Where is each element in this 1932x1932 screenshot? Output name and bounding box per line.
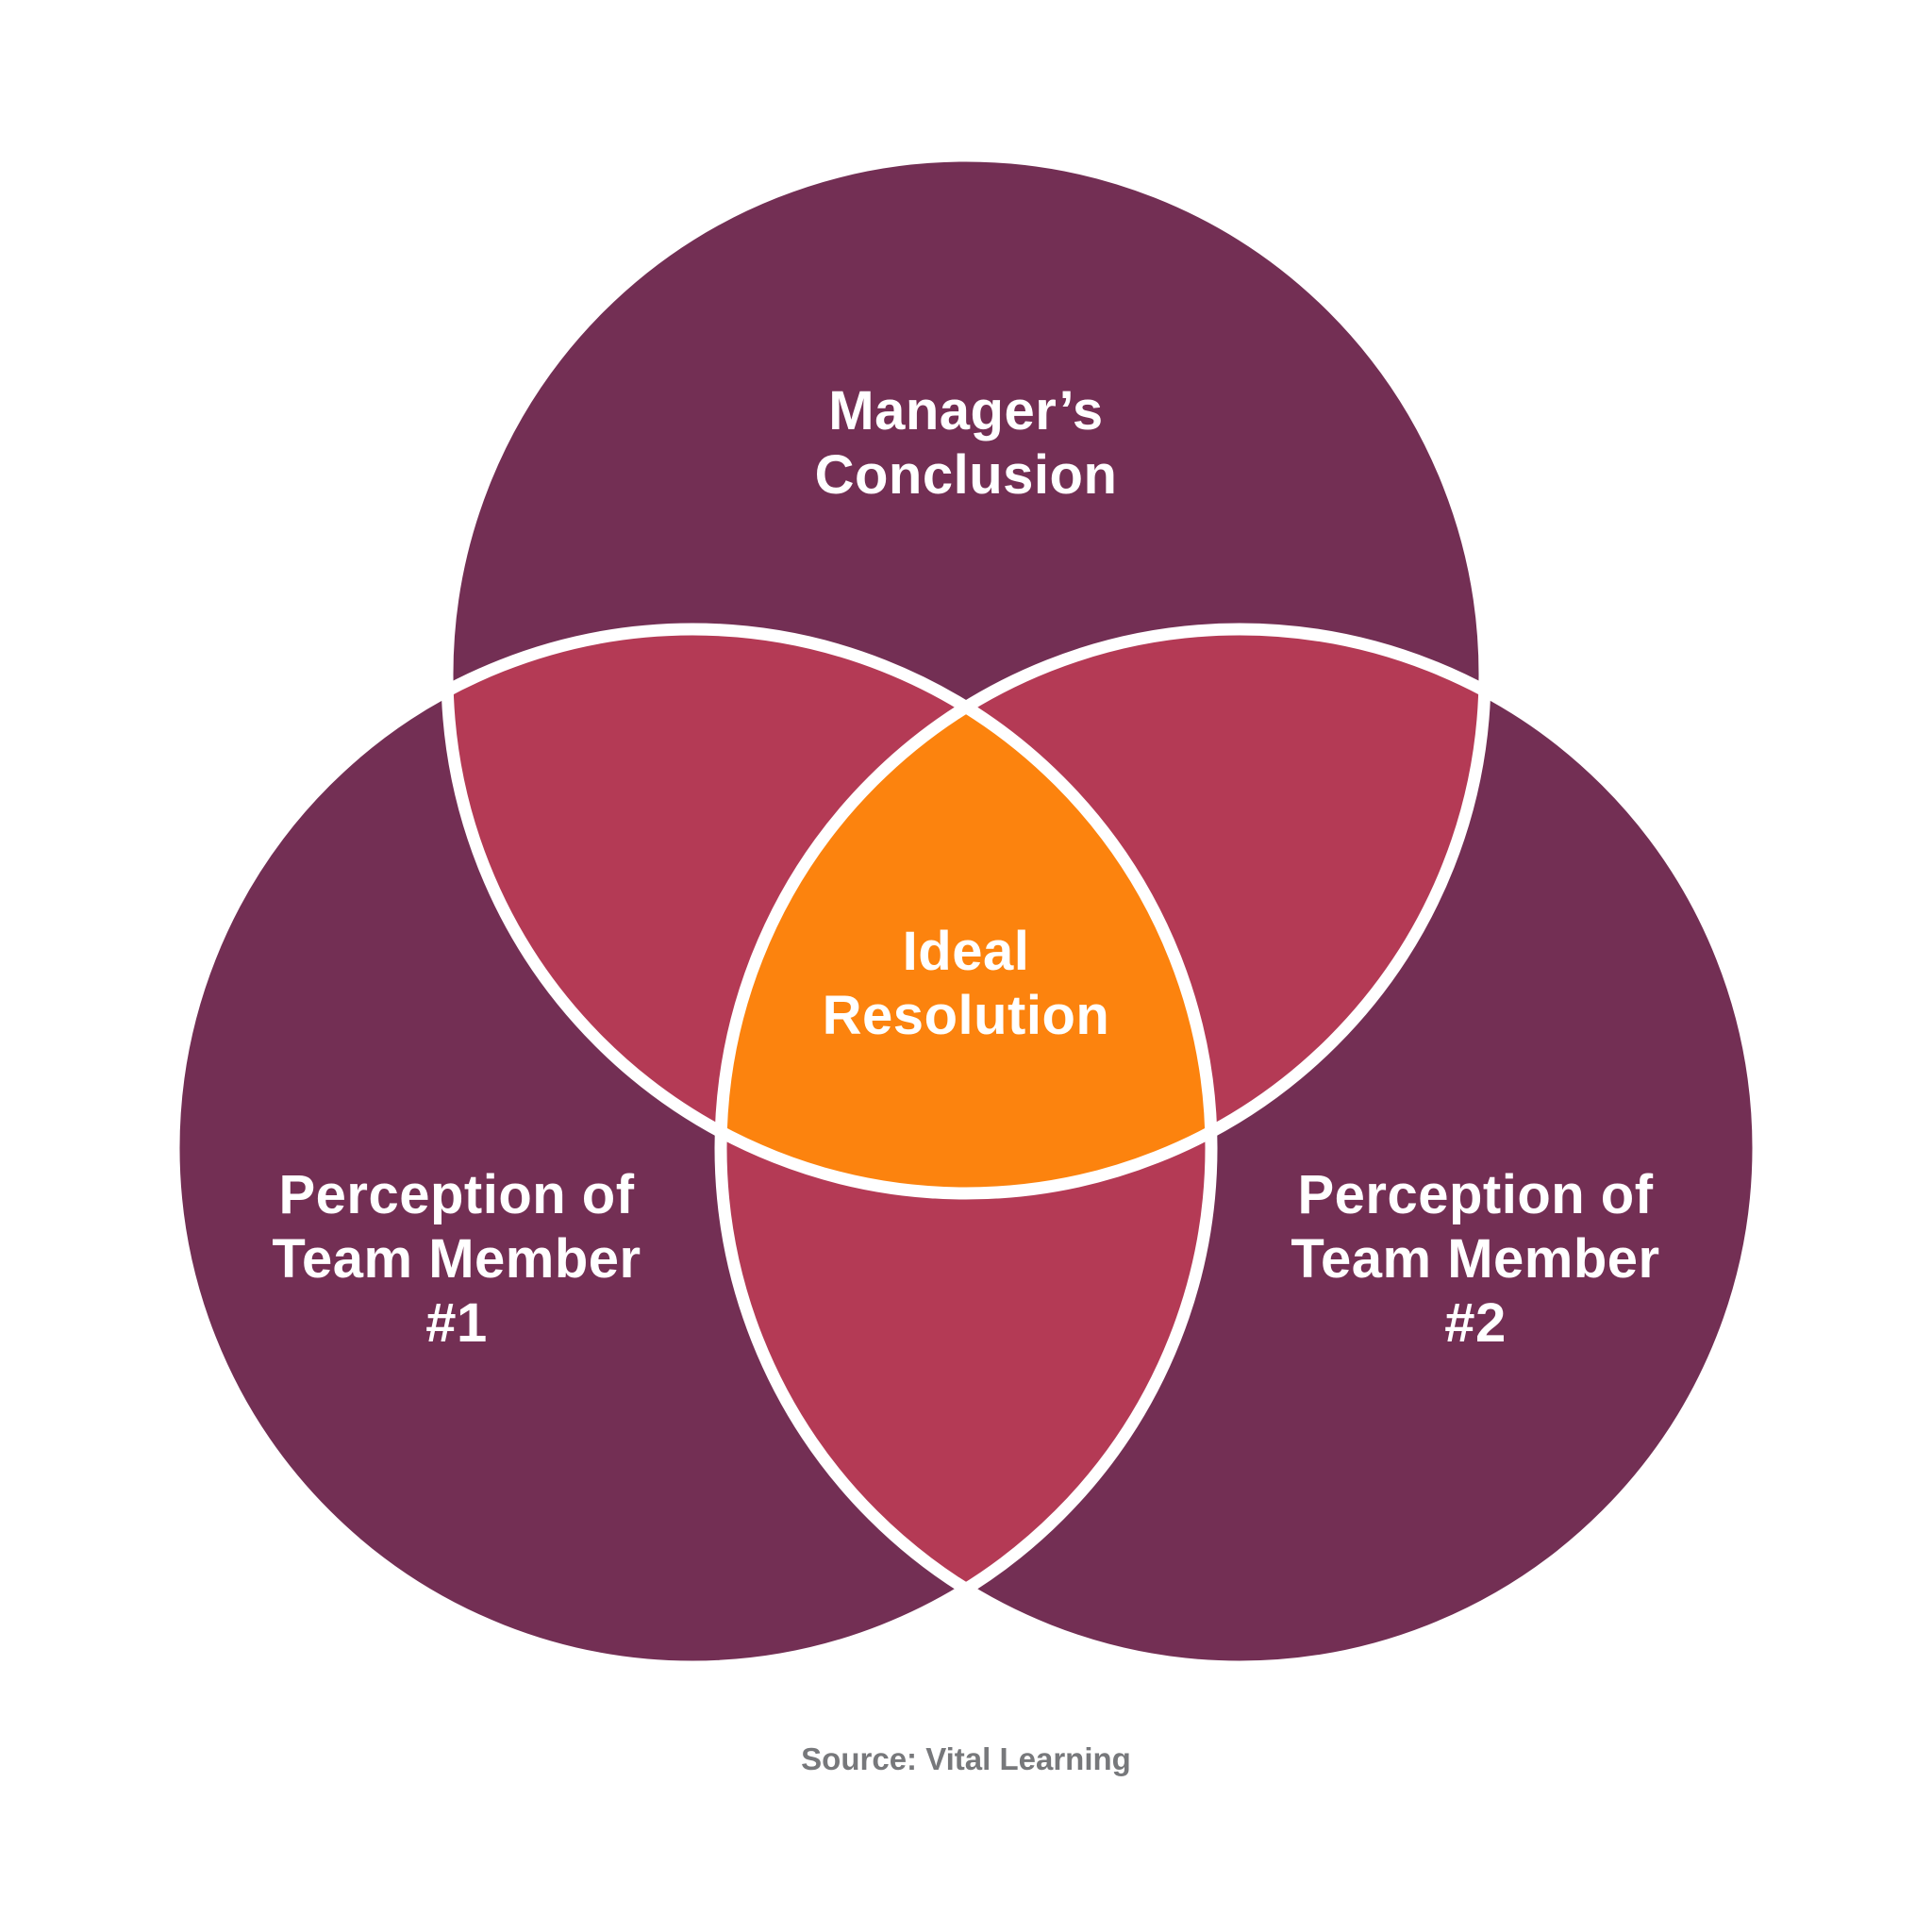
label-line: Manager’s — [828, 380, 1104, 441]
label-line: Perception of — [1297, 1164, 1654, 1225]
outline-team-member-2 — [714, 623, 1765, 1674]
label-line: #1 — [425, 1292, 488, 1354]
label-line: Team Member — [272, 1228, 641, 1290]
label-line: Perception of — [278, 1164, 635, 1225]
label-line: #2 — [1444, 1292, 1507, 1354]
label-line: Team Member — [1291, 1228, 1660, 1290]
source-caption: Source: Vital Learning — [801, 1741, 1131, 1776]
label-ideal-resolution: Ideal Resolution — [823, 920, 1110, 1048]
label-line: Resolution — [822, 985, 1110, 1046]
overlap-ideal-resolution — [721, 629, 1211, 1193]
label-line: Conclusion — [814, 444, 1118, 506]
outline-team-member-1 — [167, 623, 1218, 1674]
label-line: Ideal — [902, 921, 1030, 982]
outline-managers-conclusion — [441, 149, 1491, 1200]
label-managers-conclusion: Manager’s Conclusion — [815, 379, 1118, 508]
label-team-member-2: Perception of Team Member #2 — [1291, 1163, 1659, 1356]
label-team-member-1: Perception of Team Member #1 — [272, 1163, 641, 1356]
